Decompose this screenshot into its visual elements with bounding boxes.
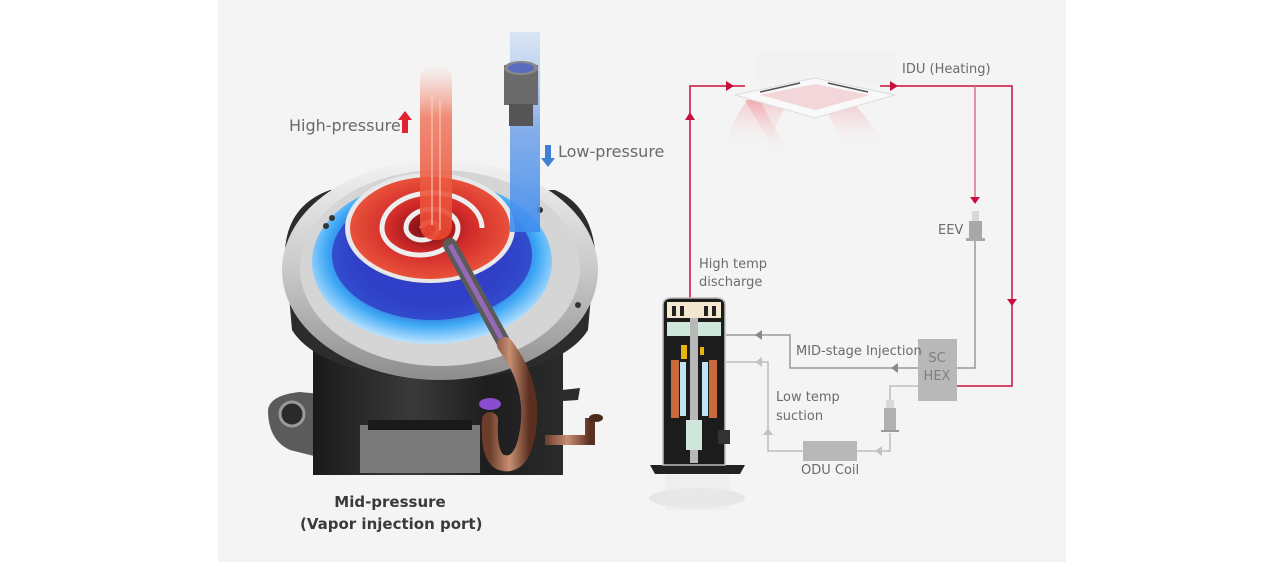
odu-coil-label: ODU Coil xyxy=(801,463,860,478)
arrow-up-icon xyxy=(398,111,412,133)
high-temp-discharge-line-1: High temp xyxy=(699,257,768,272)
high-temp-discharge-line-2: discharge xyxy=(699,275,763,290)
flow-arrows-cool xyxy=(755,330,898,373)
suction-line xyxy=(726,361,918,452)
sc-hex-box xyxy=(918,339,957,401)
low-temp-suction-line-2: suction xyxy=(776,409,824,424)
high-pressure-flow xyxy=(420,65,452,240)
caption-line-1: Mid-pressure xyxy=(334,493,446,511)
mid-stage-injection-label: MID-stage Injection xyxy=(796,344,922,359)
low-pressure-flow xyxy=(504,32,540,232)
expansion-valve xyxy=(881,400,899,432)
odu-coil-box xyxy=(803,441,857,461)
sc-hex-line-2: HEX xyxy=(923,369,951,384)
sc-hex-label: SC HEX xyxy=(918,350,956,386)
idu-cassette-unit xyxy=(725,52,896,160)
low-temp-suction-label: Low temp suction xyxy=(776,388,840,426)
low-temp-suction-line-1: Low temp xyxy=(776,390,840,405)
compressor-cutaway xyxy=(649,297,745,510)
eev-valve xyxy=(966,211,985,241)
flow-arrows-hot xyxy=(685,81,1017,306)
idu-label: IDU (Heating) xyxy=(902,62,991,77)
high-temp-discharge-label: High temp discharge xyxy=(699,256,767,292)
eev-label: EEV xyxy=(938,223,964,238)
high-pressure-label: High-pressure xyxy=(289,116,401,135)
injection-pipe xyxy=(443,238,603,472)
flow-arrows-suction xyxy=(755,357,882,456)
low-pressure-label: Low-pressure xyxy=(558,142,665,161)
caption-line-2: (Vapor injection port) xyxy=(300,515,483,533)
arrow-down-icon xyxy=(541,145,555,167)
sc-hex-line-1: SC xyxy=(928,351,946,366)
mid-pressure-caption: Mid-pressure (Vapor injection port) xyxy=(300,491,483,535)
